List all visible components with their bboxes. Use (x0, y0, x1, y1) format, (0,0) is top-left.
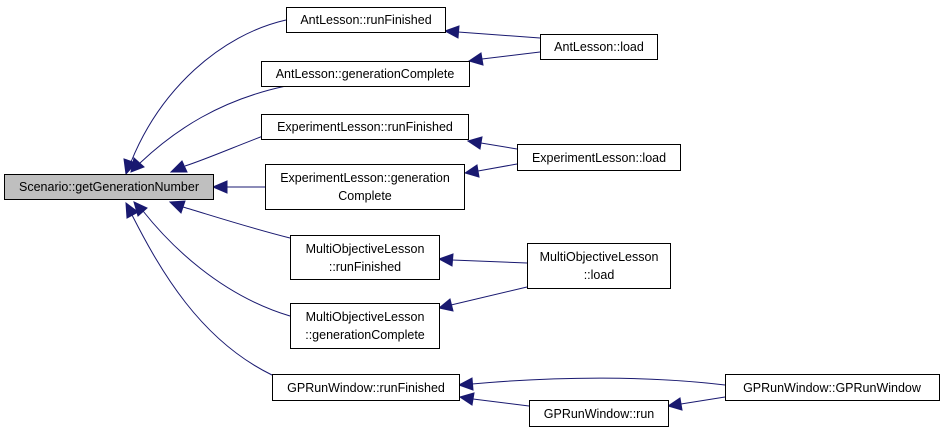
node-label-line1: MultiObjectiveLesson (306, 242, 425, 256)
node-label-line2: ::load (584, 268, 615, 282)
node-label-line2: Complete (338, 189, 392, 203)
edges (123, 19, 726, 411)
nodes: Scenario::getGenerationNumber AntLesson:… (4, 7, 940, 427)
edge-mo-load-to-mo-gen (437, 286, 528, 312)
edge-ant-load-to-ant-gen (467, 51, 541, 66)
node-multi-objective-lesson-load[interactable]: MultiObjectiveLesson ::load (527, 243, 671, 289)
node-ant-lesson-load[interactable]: AntLesson::load (540, 34, 658, 60)
node-label-line1: MultiObjectiveLesson (540, 250, 659, 264)
node-scenario-get-generation-number[interactable]: Scenario::getGenerationNumber (4, 174, 214, 200)
node-label-line1: MultiObjectiveLesson (306, 310, 425, 324)
edge-mo-run-to-root (168, 200, 291, 239)
node-experiment-lesson-generation-complete[interactable]: ExperimentLesson::generation Complete (265, 164, 465, 210)
node-experiment-lesson-load[interactable]: ExperimentLesson::load (517, 144, 681, 171)
node-experiment-lesson-run-finished[interactable]: ExperimentLesson::runFinished (261, 114, 469, 140)
node-label: AntLesson::load (554, 40, 644, 54)
edge-exp-gen-to-root (211, 180, 265, 194)
edge-ant-run-to-root (123, 19, 287, 176)
node-multi-objective-lesson-run-finished[interactable]: MultiObjectiveLesson ::runFinished (290, 235, 440, 280)
node-label: Scenario::getGenerationNumber (19, 180, 199, 194)
node-label: AntLesson::runFinished (300, 13, 431, 27)
node-label: AntLesson::generationComplete (276, 67, 455, 81)
node-label-line1: ExperimentLesson::generation (280, 171, 450, 185)
node-label: GPRunWindow::run (544, 407, 655, 421)
node-label: GPRunWindow::GPRunWindow (743, 381, 922, 395)
edge-gp-ctor-to-gp-run-finished (457, 377, 726, 391)
node-label: ExperimentLesson::runFinished (277, 120, 453, 134)
edge-gp-run-finished-to-root (125, 201, 273, 376)
edge-ant-gen-to-root (130, 85, 287, 173)
node-gp-run-window-constructor[interactable]: GPRunWindow::GPRunWindow (725, 374, 940, 401)
edge-gp-ctor-to-gp-run (666, 396, 726, 411)
node-multi-objective-lesson-generation-complete[interactable]: MultiObjectiveLesson ::generationComplet… (290, 303, 440, 349)
edge-mo-load-to-mo-run (437, 253, 528, 267)
node-ant-lesson-run-finished[interactable]: AntLesson::runFinished (286, 7, 446, 33)
node-label-line2: ::generationComplete (305, 328, 425, 342)
edge-exp-load-to-exp-gen (463, 163, 518, 178)
edge-ant-load-to-ant-run (443, 25, 541, 39)
node-gp-run-window-run[interactable]: GPRunWindow::run (529, 400, 669, 427)
node-label-line2: ::runFinished (329, 260, 401, 274)
node-label: GPRunWindow::runFinished (287, 381, 445, 395)
node-ant-lesson-generation-complete[interactable]: AntLesson::generationComplete (261, 61, 470, 87)
edge-gp-run-to-gp-run-finished (458, 392, 530, 407)
node-label: ExperimentLesson::load (532, 151, 666, 165)
edge-mo-gen-to-root (133, 201, 291, 317)
edge-exp-load-to-exp-run (466, 136, 518, 150)
node-gp-run-window-run-finished[interactable]: GPRunWindow::runFinished (272, 374, 460, 401)
